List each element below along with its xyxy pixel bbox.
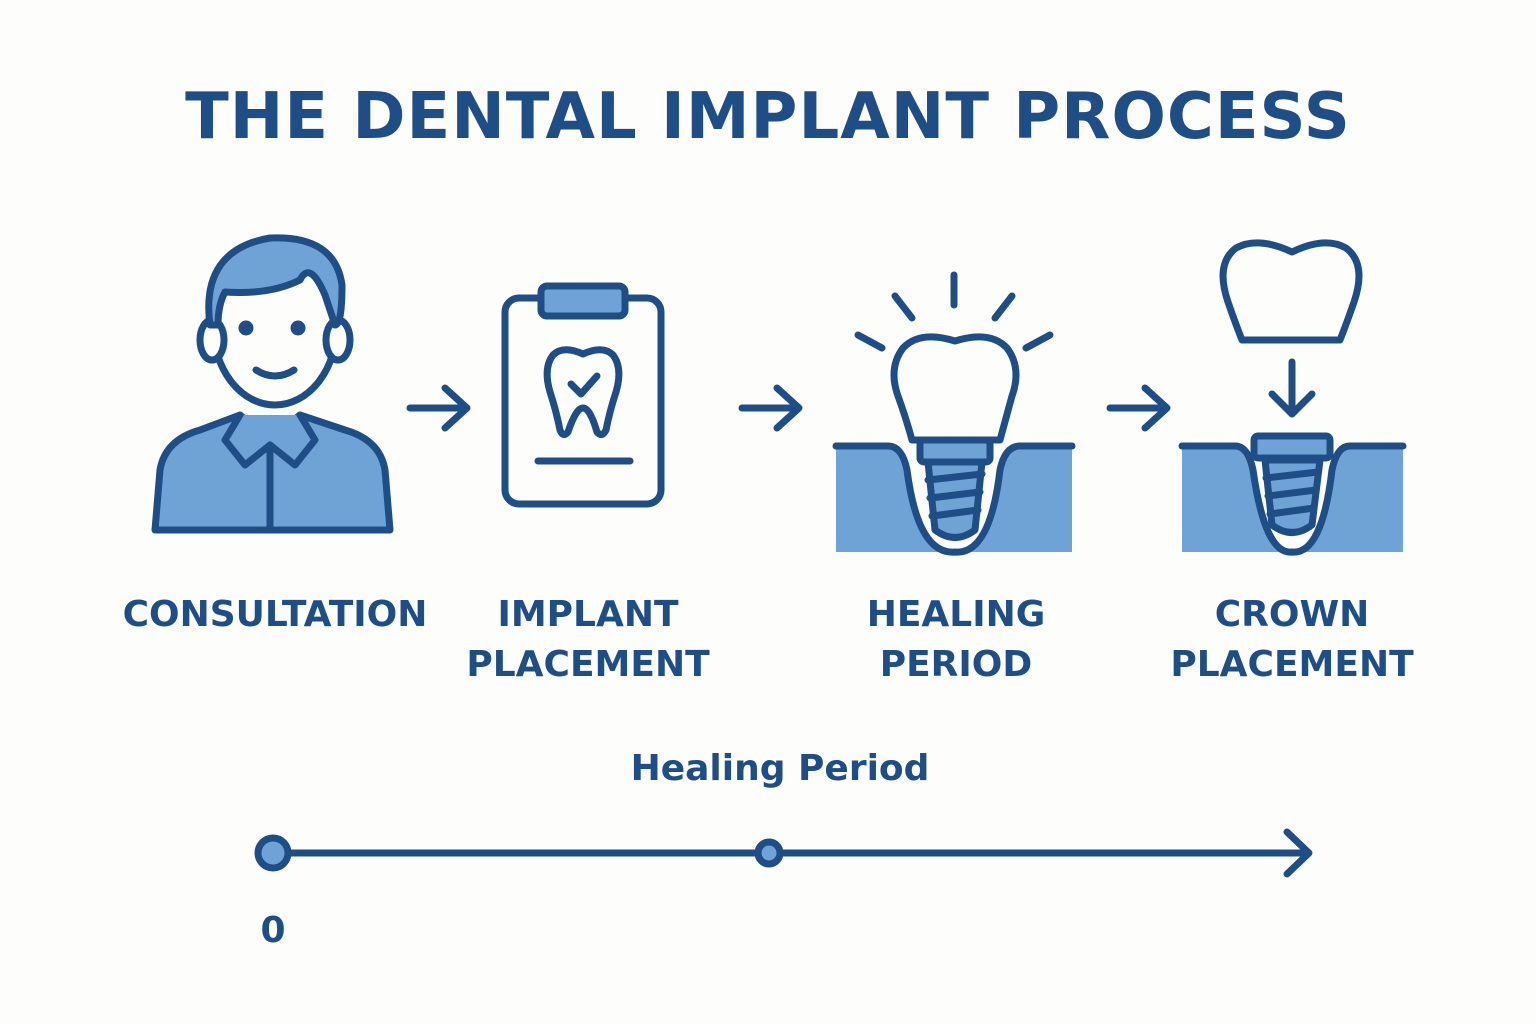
step-label-healing-period: HEALING PERIOD bbox=[867, 590, 1046, 690]
person-icon bbox=[151, 234, 394, 534]
arrow-icon bbox=[738, 384, 803, 432]
step-label-consultation: CONSULTATION bbox=[123, 590, 428, 640]
step-label-line: HEALING bbox=[866, 594, 1046, 635]
timeline-start-label: 0 bbox=[260, 910, 286, 951]
timeline bbox=[254, 828, 1313, 878]
step-label-line: CROWN bbox=[1214, 594, 1370, 635]
clipboard-tooth-icon bbox=[501, 282, 665, 508]
timeline-mid-dot bbox=[754, 838, 784, 868]
step-label-line: IMPLANT bbox=[497, 594, 679, 635]
step-label-line: CONSULTATION bbox=[122, 594, 428, 635]
step-label-line: PERIOD bbox=[879, 644, 1033, 685]
timeline-start-dot bbox=[254, 834, 292, 872]
crown-placement-icon bbox=[1178, 239, 1407, 556]
timeline-label: Healing Period bbox=[630, 748, 930, 789]
page-title: THE DENTAL IMPLANT PROCESS bbox=[185, 80, 1351, 154]
healing-implant-icon bbox=[832, 271, 1076, 556]
step-label-implant-placement: IMPLANT PLACEMENT bbox=[466, 590, 709, 690]
arrow-icon bbox=[406, 384, 471, 432]
step-label-line: PLACEMENT bbox=[466, 644, 710, 685]
arrow-icon bbox=[1106, 384, 1171, 432]
step-label-line: PLACEMENT bbox=[1170, 644, 1414, 685]
step-label-crown-placement: CROWN PLACEMENT bbox=[1170, 590, 1413, 690]
